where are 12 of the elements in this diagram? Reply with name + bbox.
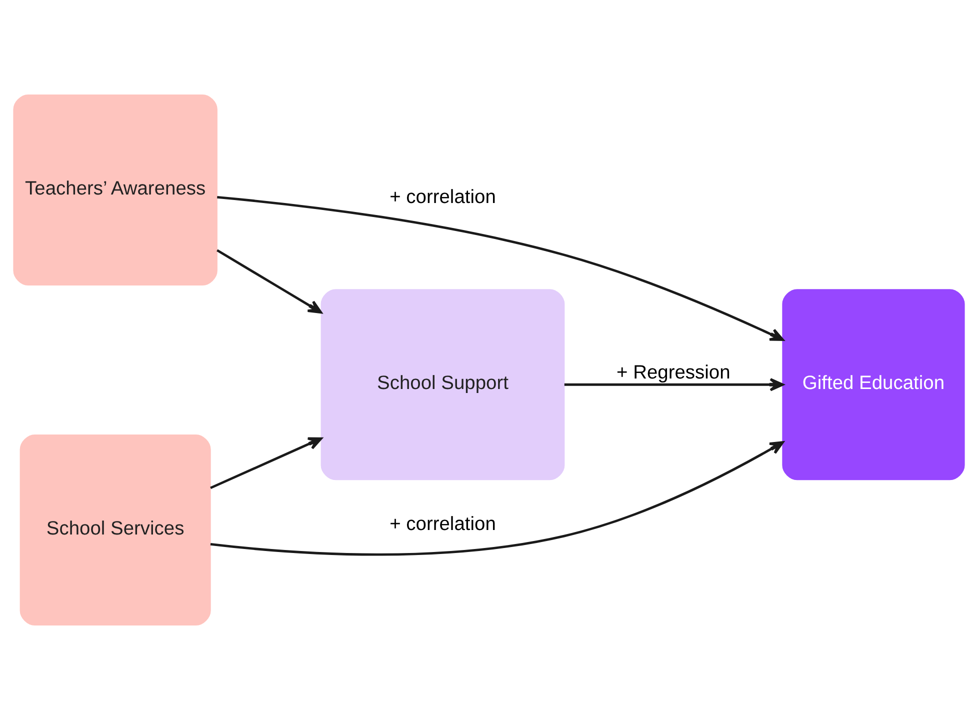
node-box: School Services xyxy=(19,434,210,626)
node-box: Teachers’ Awareness xyxy=(12,94,217,285)
arrow xyxy=(216,248,322,314)
edge-label: + Regression xyxy=(616,362,730,383)
edge-label: + correlation xyxy=(389,513,496,534)
node-box: School Support xyxy=(320,288,564,480)
arrow xyxy=(210,440,784,556)
arrow xyxy=(210,436,322,489)
arrow xyxy=(216,196,784,340)
arrow xyxy=(564,378,784,391)
node-box: Gifted Education xyxy=(782,288,964,480)
edge-label: + correlation xyxy=(389,186,496,208)
